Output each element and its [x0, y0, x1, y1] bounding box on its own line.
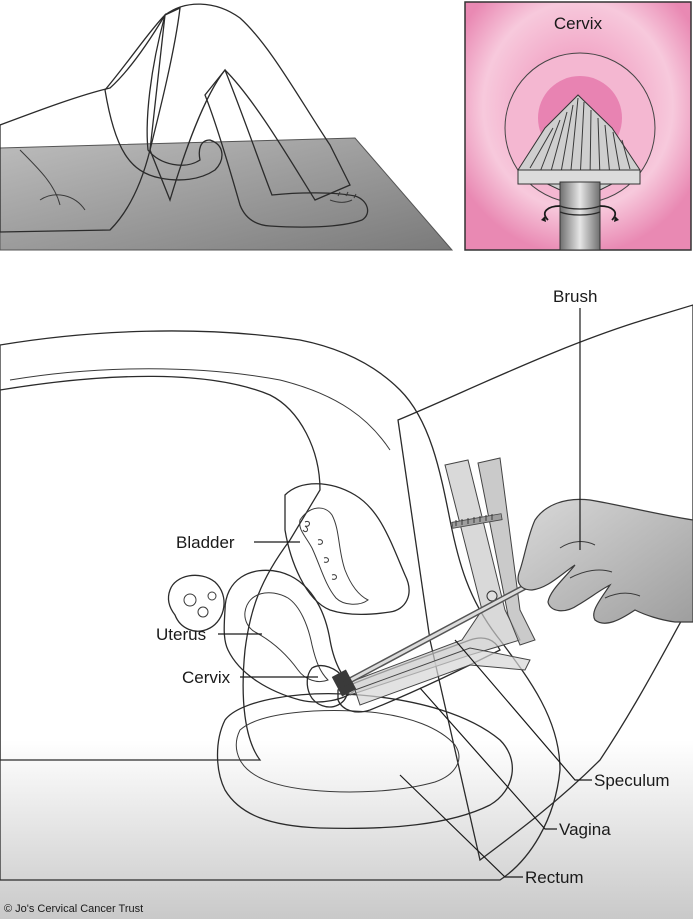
patient-illustration: [0, 4, 452, 250]
bladder: [285, 484, 409, 615]
hand: [518, 499, 693, 623]
label-brush-text: Brush: [553, 287, 597, 306]
uterine-cavity: [245, 593, 328, 682]
label-cervix-text: Cervix: [182, 668, 231, 687]
label-bladder-text: Bladder: [176, 533, 235, 552]
label-cervix: Cervix: [182, 668, 318, 687]
cervix-inset: Cervix: [465, 2, 691, 250]
label-vagina-text: Vagina: [559, 820, 611, 839]
ovary: [168, 575, 224, 631]
abdominal-cavity: [0, 376, 320, 760]
label-speculum-text: Speculum: [594, 771, 670, 790]
inset-title: Cervix: [554, 14, 603, 33]
inset-brush-handle: [560, 182, 600, 250]
examination-table: [0, 138, 452, 250]
label-rectum-text: Rectum: [525, 868, 584, 887]
bladder-lining: [300, 508, 368, 604]
label-uterus-text: Uterus: [156, 625, 206, 644]
copyright: © Jo's Cervical Cancer Trust: [4, 903, 143, 915]
label-bladder: Bladder: [176, 533, 300, 552]
